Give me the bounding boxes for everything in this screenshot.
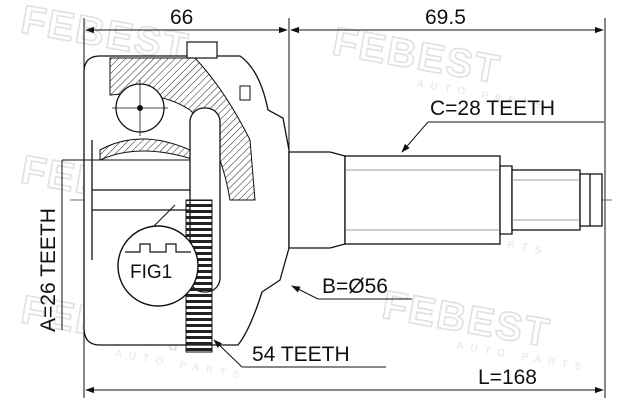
dimension-length: L=168: [85, 366, 604, 394]
diameter-callout: B=Ø56: [291, 275, 412, 300]
dim-width-left: 66: [170, 6, 193, 29]
dimension-66: 66: [85, 6, 288, 34]
dim-width-right: 69.5: [425, 6, 466, 29]
fig1-callout: FIG1: [117, 204, 199, 307]
stub-shaft: [288, 151, 603, 249]
ball-element: [112, 80, 168, 136]
dimension-69-5: 69.5: [290, 6, 604, 34]
spline-lines: [345, 169, 580, 231]
inner-spline-callout: A=26 TEETH: [37, 159, 190, 332]
housing-boss: [186, 41, 218, 59]
label-outer-teeth: C=28 TEETH: [430, 97, 555, 120]
figure-label: FIG1: [130, 262, 172, 283]
label-diameter: B=Ø56: [322, 275, 388, 298]
housing-tab: [239, 85, 251, 101]
outer-spline-callout: C=28 TEETH: [401, 97, 604, 153]
label-inner-teeth: A=26 TEETH: [37, 208, 60, 332]
dim-length: L=168: [478, 366, 537, 389]
label-abs-teeth: 54 TEETH: [252, 343, 350, 366]
abs-teeth-callout: 54 TEETH: [213, 339, 386, 368]
